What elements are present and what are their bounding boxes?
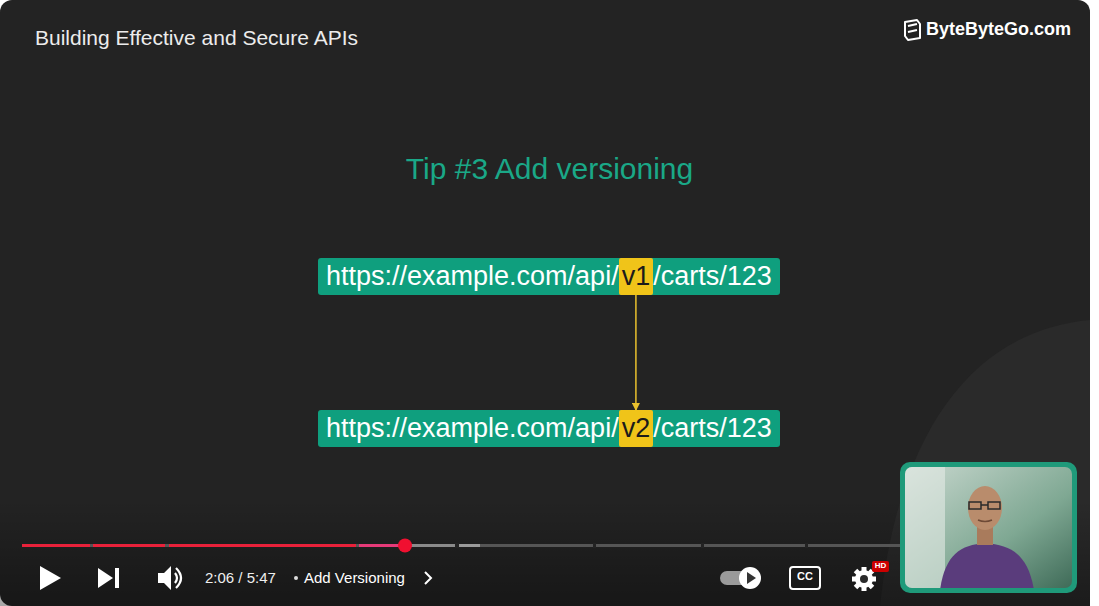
brand-name: ByteByteGo.com <box>926 19 1071 41</box>
version-highlight: v1 <box>619 258 654 295</box>
volume-icon <box>158 566 181 590</box>
version-highlight: v2 <box>619 410 654 447</box>
cc-text: CC <box>790 570 820 583</box>
slide-title: Tip #3 Add versioning <box>0 151 1099 187</box>
next-icon <box>98 568 119 588</box>
url-text: https://example.com/api/ <box>326 413 619 444</box>
version-arrow <box>635 295 637 410</box>
cc-icon <box>790 567 820 589</box>
url-text: /carts/123 <box>653 261 772 292</box>
logo-icon <box>905 20 920 40</box>
autoplay-toggle <box>720 567 761 589</box>
chapter-chevron <box>425 572 431 584</box>
hd-badge <box>872 561 889 572</box>
background-arc <box>880 320 1090 606</box>
chapter-title: Add Versioning <box>304 569 405 587</box>
url-box: https://example.com/api/v2/carts/123 <box>318 410 780 447</box>
url-box: https://example.com/api/v1/carts/123 <box>318 258 780 295</box>
version-text: v2 <box>622 413 651 443</box>
time-display: 2:06 / 5:47 <box>205 569 276 587</box>
separator-dot <box>294 576 298 580</box>
url-text: /carts/123 <box>653 413 772 444</box>
play-icon <box>40 566 61 590</box>
url-text: https://example.com/api/ <box>326 261 619 292</box>
video-title: Building Effective and Secure APIs <box>35 25 358 50</box>
version-text: v1 <box>622 261 651 291</box>
hd-text: HD <box>872 561 889 571</box>
